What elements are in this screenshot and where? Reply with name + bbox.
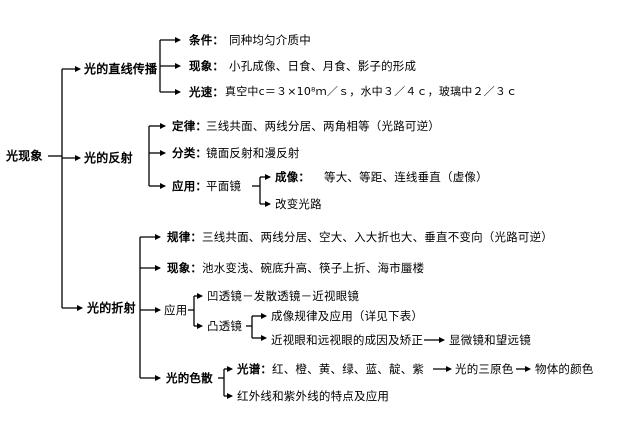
node-reflection: 光的反射 (84, 151, 133, 165)
reflection-types-text: 镜面反射和漫反射 (206, 146, 300, 160)
propagation-phenomenon-text: 小孔成像、日食、月食、影子的形成 (229, 59, 417, 73)
spectrum-colors: 红、橙、黄、绿、蓝、靛、紫 (272, 362, 425, 376)
refraction-law-text: 三线共面、两线分居、空大、入大折也大、垂直不变向（光路可逆） (202, 230, 553, 244)
concave-lens: 凹透镜－发散透镜－近视眼镜 (207, 289, 360, 303)
reflection-law-key: 定律： (172, 119, 208, 133)
plane-mirror: 平面镜 (206, 179, 242, 193)
reflection-application-key: 应用： (172, 179, 208, 193)
refraction-application: 应用 (164, 303, 188, 317)
condition-key: 条件： (189, 33, 225, 47)
object-color: 物体的颜色 (535, 362, 594, 376)
convex-lens: 凸透镜 (207, 319, 243, 333)
primary-colors: 光的三原色 (455, 362, 514, 376)
node-propagation: 光的直线传播 (84, 62, 158, 76)
change-path: 改变光路 (275, 197, 322, 211)
refraction-phenomenon-key: 现象： (167, 261, 203, 275)
refraction-law-key: 规律： (167, 230, 203, 244)
refraction-phenomenon-text: 池水变浅、碗底升高、筷子上折、海市蜃楼 (202, 261, 425, 275)
speed-text: 真空中c＝３×10⁸ｍ／ｓ，水中３／４ｃ，玻璃中２／３ｃ (225, 85, 518, 98)
speed-key: 光速： (189, 85, 225, 99)
spectrum-key: 光谱： (237, 362, 273, 376)
convex-correction: 近视眼和远视眼的成因及矫正 (271, 333, 424, 347)
root-node: 光现象 (6, 149, 43, 163)
reflection-types-key: 分类： (172, 146, 208, 160)
reflection-law-text: 三线共面、两线分居、两角相等（光路可逆） (206, 119, 440, 133)
imaging-text: 等大、等距、连线垂直（虚像） (324, 170, 488, 184)
node-refraction: 光的折射 (87, 301, 136, 315)
infrared-uv: 红外线和紫外线的特点及应用 (237, 389, 390, 403)
node-dispersion: 光的色散 (166, 371, 213, 385)
propagation-phenomenon-key: 现象： (189, 59, 225, 73)
condition-text: 同种均匀介质中 (229, 33, 311, 47)
imaging-key: 成像： (275, 170, 311, 184)
convex-rule: 成像规律及应用（详见下表） (271, 309, 424, 323)
convex-instruments: 显微镜和望远镜 (449, 333, 531, 347)
